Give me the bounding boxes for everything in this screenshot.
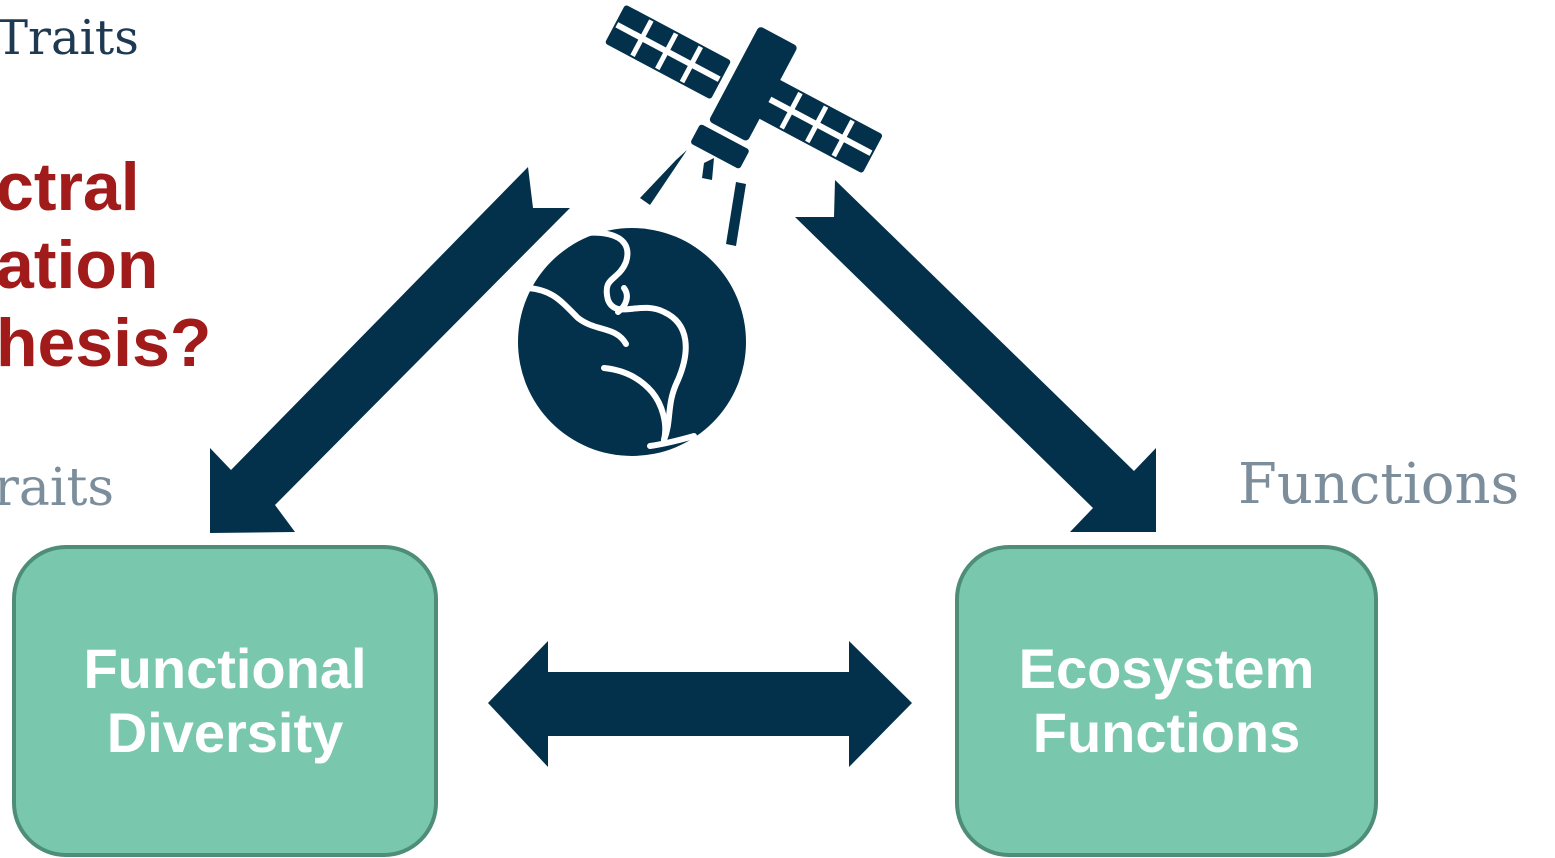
hypothesis-question: ctral ation hesis? xyxy=(0,148,211,382)
box-label-line: Functions xyxy=(1032,701,1301,764)
box-label-line: Diversity xyxy=(106,701,344,764)
double-arrow-between-boxes xyxy=(488,641,912,767)
box-label-line: Ecosystem xyxy=(1018,637,1315,700)
question-line: hesis? xyxy=(0,305,212,381)
arrow-to-functional-diversity xyxy=(210,167,570,533)
traits-label-top: Traits xyxy=(0,10,139,66)
functional-diversity-box: Functional Diversity xyxy=(12,545,438,857)
arrow-to-ecosystem-functions xyxy=(795,180,1156,532)
question-line: ctral xyxy=(0,149,140,225)
box-label-line: Functional xyxy=(83,637,367,700)
ecosystem-functions-box: Ecosystem Functions xyxy=(955,545,1378,857)
question-line: ation xyxy=(0,227,159,303)
satellite-icon xyxy=(605,5,883,246)
earth-globe-icon xyxy=(518,228,746,456)
traits-label-left: raits xyxy=(0,458,115,518)
functions-label-right: Functions xyxy=(1238,452,1520,517)
